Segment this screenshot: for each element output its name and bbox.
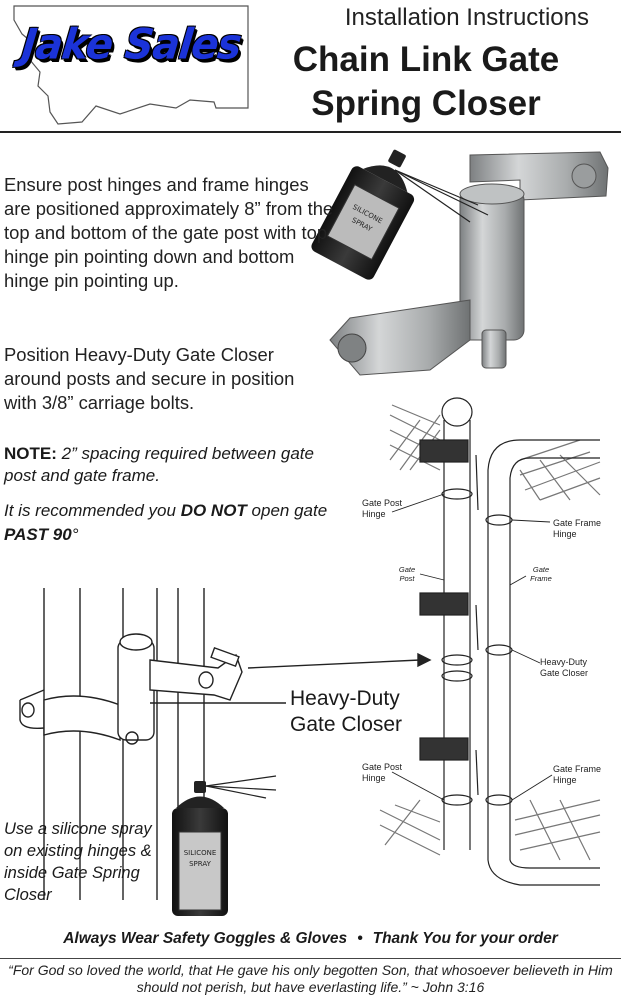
label-gate-post: Gate Post (398, 565, 416, 583)
label-gate-post-hinge-top: Gate Post Hinge (362, 498, 403, 519)
footer-quote: “For God so loved the world, that He gav… (8, 962, 613, 995)
label-gate-frame-hinge-bottom: Gate Frame Hinge (553, 764, 602, 785)
label-heavy-duty-gate-closer-small: Heavy-Duty Gate Closer (540, 657, 589, 678)
warning-pre: It is recommended you (4, 501, 181, 520)
spray-instruction: Use a silicone spray on existing hinges … (4, 820, 152, 904)
spray-can-bottom-icon: SILICONE SPRAY (172, 775, 277, 916)
note-text: 2” spacing required between gate post an… (4, 444, 314, 485)
footer-banner: Always Wear Safety Goggles & Gloves • Than… (0, 930, 621, 948)
instruction-step-1: Ensure post hinges and frame hinges are … (4, 174, 334, 291)
label-gate-frame: Gate Frame (530, 565, 552, 583)
closer-closeup (19, 588, 432, 900)
can-label-bottom-2: SPRAY (189, 860, 211, 868)
warning-mid: open gate (246, 501, 328, 520)
footer-separator: • (357, 930, 363, 947)
label-gate-frame-hinge-top: Gate Frame Hinge (553, 518, 602, 539)
warning-bold-2: PAST 90 (4, 525, 72, 544)
can-label-bottom-1: SILICONE (184, 849, 217, 857)
warning-bold: DO NOT (180, 501, 247, 520)
title-line-2: Spring Closer (311, 84, 541, 123)
gate-assembly-diagram (379, 397, 601, 886)
note-label: NOTE: (4, 444, 57, 463)
title-line-1: Chain Link Gate (292, 40, 560, 79)
header-divider (0, 131, 621, 133)
page-title: Chain Link Gate Spring Closer (256, 38, 596, 126)
note-block: NOTE: 2” spacing required between gate p… (4, 443, 334, 487)
footer-divider (0, 958, 621, 959)
spray-can-top-icon: SILICONE SPRAY (311, 149, 415, 280)
header-subtitle: Installation Instructions (344, 4, 589, 31)
warning-post: ° (71, 525, 79, 544)
footer-thanks: Thank You for your order (372, 930, 558, 947)
hinge-photo (329, 151, 609, 376)
label-gate-post-hinge-bottom: Gate Post Hinge (362, 762, 403, 783)
spray-lines-top (394, 169, 489, 223)
warning-block: It is recommended you DO NOT open gate P… (4, 499, 334, 547)
instruction-step-2: Position Heavy-Duty Gate Closer around p… (4, 344, 295, 413)
montana-outline-icon (13, 5, 249, 125)
label-heavy-duty-gate-closer: Heavy-Duty Gate Closer (290, 687, 403, 736)
footer-safety: Always Wear Safety Goggles & Gloves (63, 930, 348, 947)
